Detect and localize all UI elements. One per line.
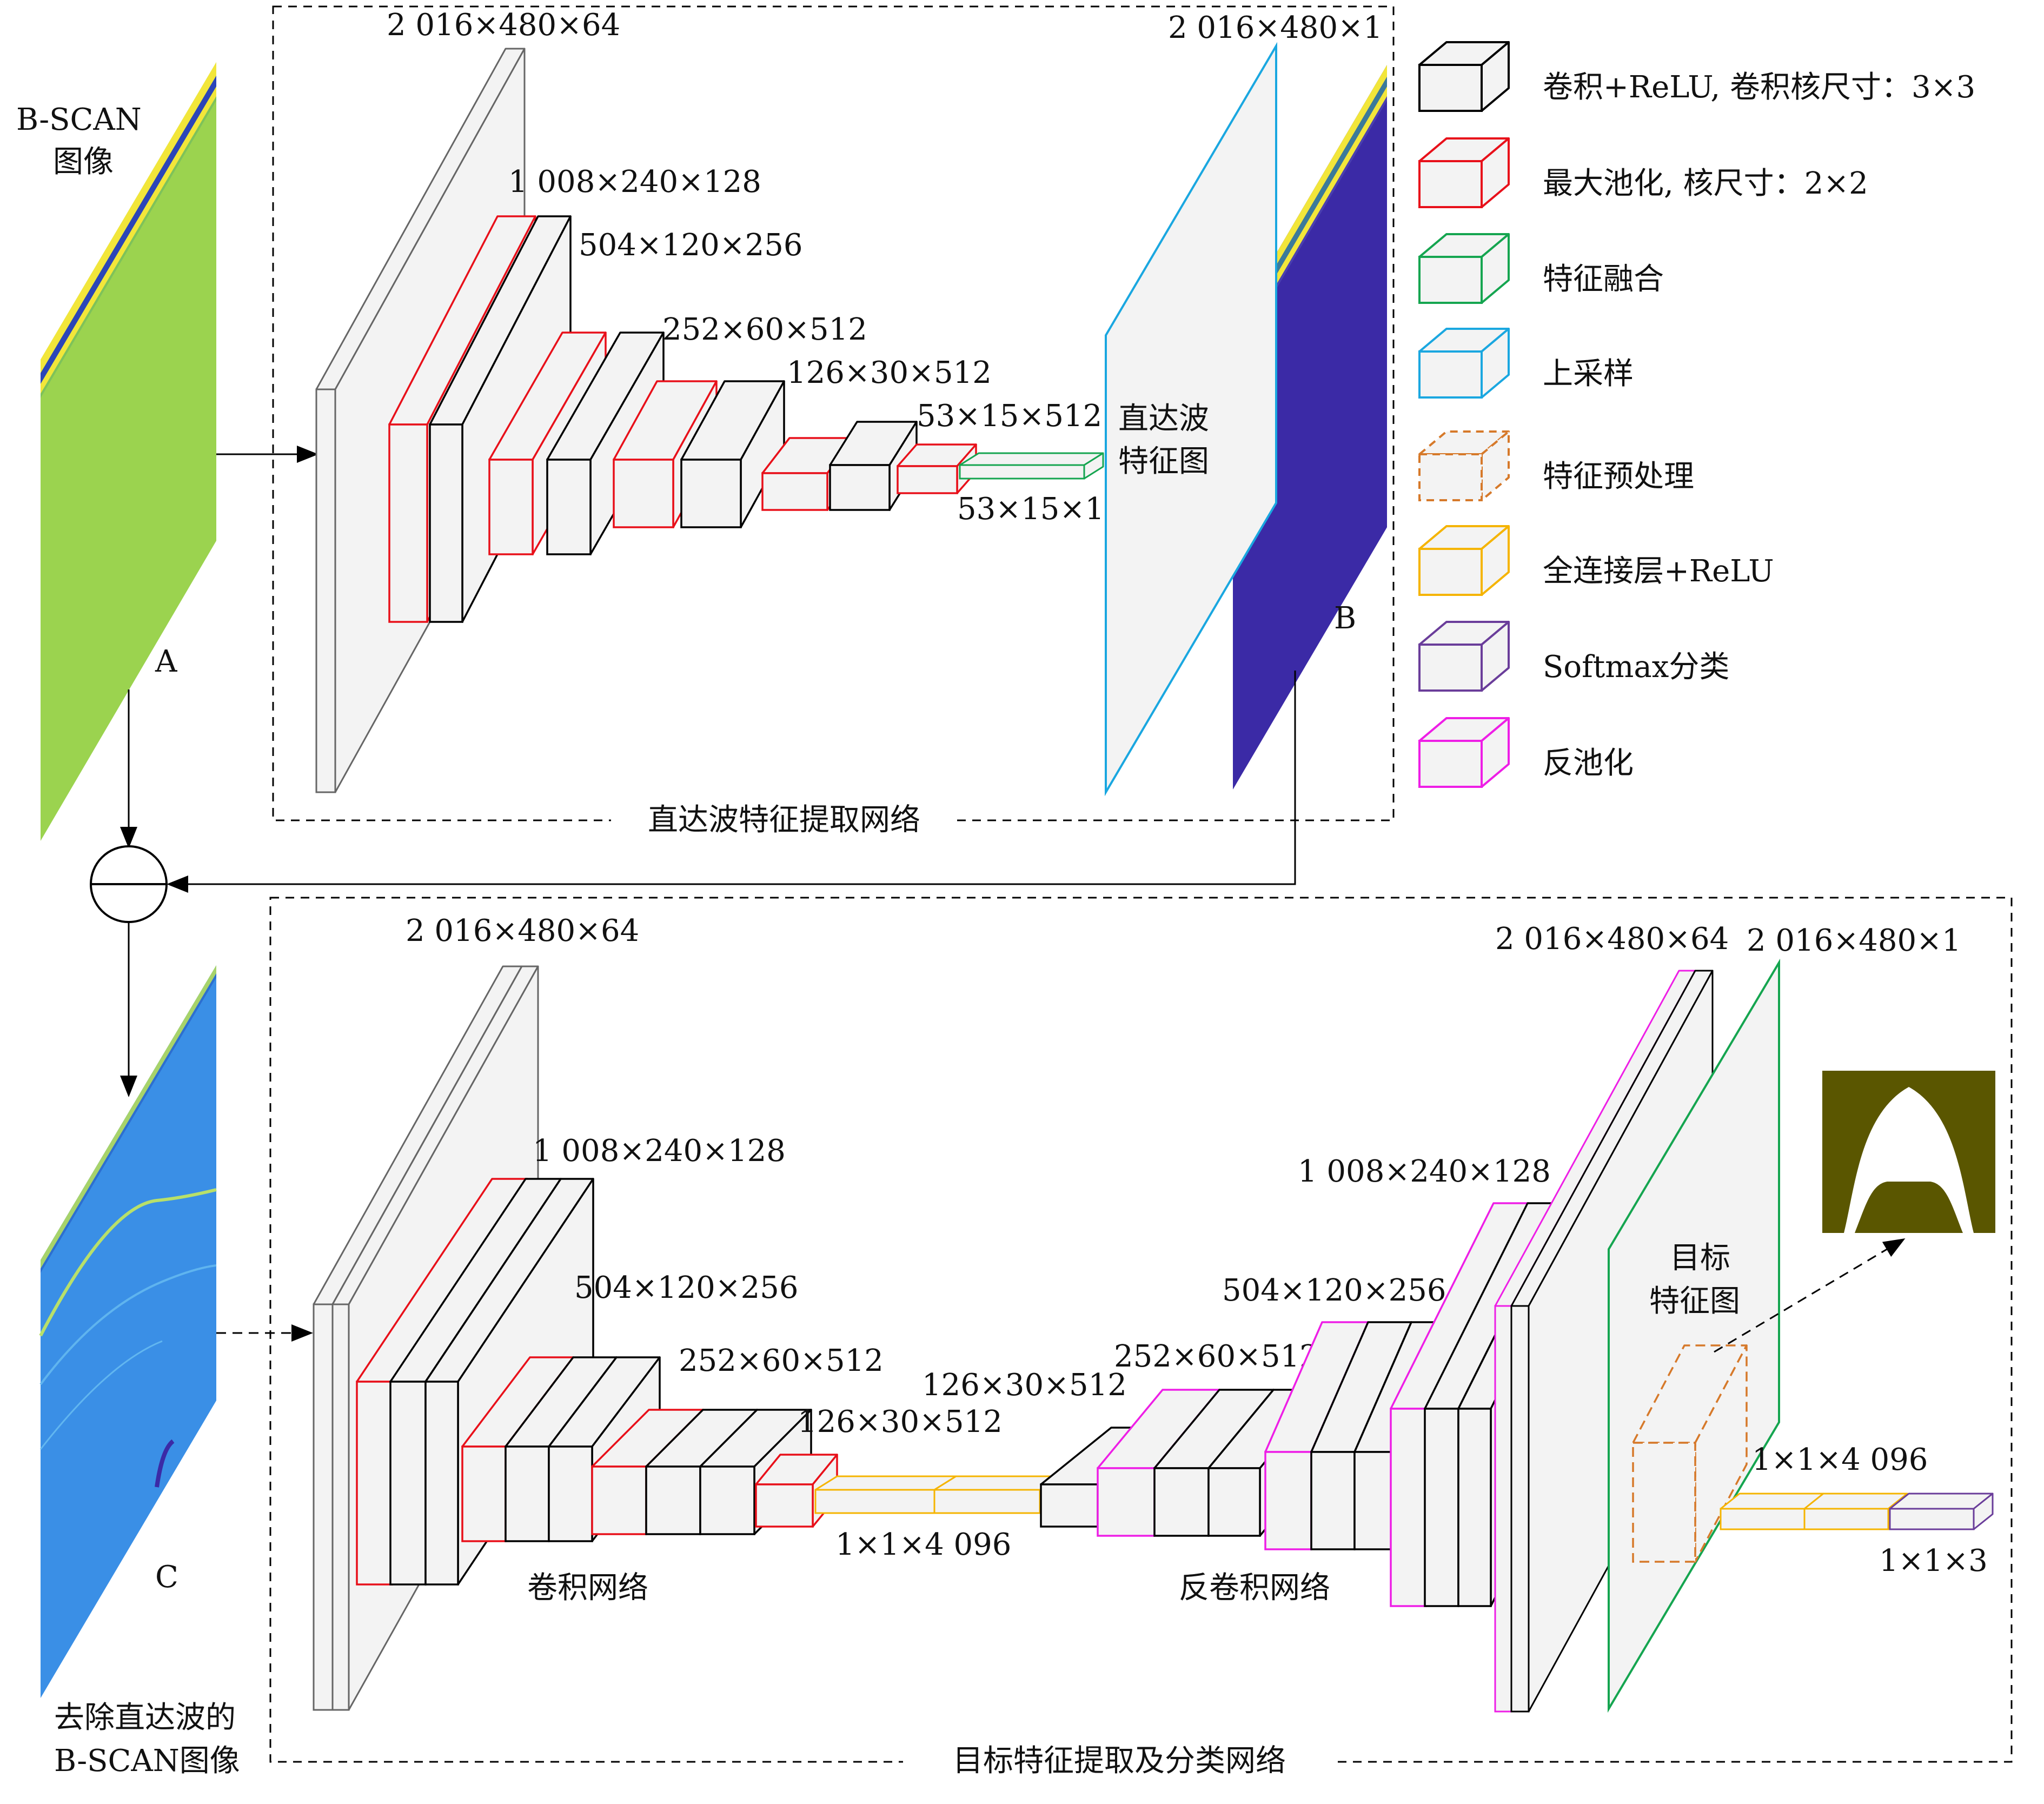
bottom-dim-d0: 2 016×480×64 <box>406 913 639 949</box>
top-dim-d6: 53×15×1 <box>957 492 1104 527</box>
target-feature-label-line1: 目标 <box>1670 1241 1730 1276</box>
bottom-dim-r3: 1 008×240×128 <box>1298 1154 1551 1189</box>
bscan-title: B-SCAN <box>16 102 142 137</box>
top-feature-label-line1: 直达波 <box>1118 401 1209 436</box>
top-dim-d7: 2 016×480×1 <box>1168 10 1383 45</box>
bscan-image-c <box>39 965 217 1698</box>
bscan-image-a <box>41 62 216 841</box>
legend-label-preproc: 特征预处理 <box>1543 459 1694 494</box>
legend-label-softmax: Softmax分类 <box>1543 649 1729 685</box>
bottom-dim-fc2: 1×1×4 096 <box>1752 1442 1928 1477</box>
legend-swatch-upsample <box>1418 328 1510 399</box>
legend-label-fc: 全连接层+ReLU <box>1543 554 1774 589</box>
top-dim-d3: 252×60×512 <box>662 312 867 347</box>
legend-label-conv: 卷积+ReLU, 卷积核尺寸：3×3 <box>1543 70 1975 105</box>
deconv-network-label: 反卷积网络 <box>1179 1570 1330 1606</box>
top-pool-5 <box>897 443 977 494</box>
legend-label-unpool: 反池化 <box>1543 746 1634 781</box>
label-c: C <box>155 1560 178 1595</box>
top-conv-4 <box>829 421 918 511</box>
c-caption-line2: B-SCAN图像 <box>54 1743 240 1779</box>
bottom-dim-d2: 504×120×256 <box>574 1270 799 1305</box>
bottom-dim-r1: 252×60×512 <box>1114 1339 1319 1374</box>
top-network-frame <box>272 5 1395 821</box>
top-dim-d5: 53×15×512 <box>917 399 1102 434</box>
bscan-title-line2: 图像 <box>53 144 114 180</box>
top-dim-d4: 126×30×512 <box>787 355 992 390</box>
legend-swatch-maxpool <box>1418 137 1510 208</box>
legend-swatch-fc <box>1418 525 1510 596</box>
arrow-b-to-subtract <box>167 671 1296 893</box>
legend-label-upsample: 上采样 <box>1543 356 1634 392</box>
legend-swatch-softmax <box>1418 621 1510 692</box>
bottom-network-caption: 目标特征提取及分类网络 <box>953 1743 1286 1779</box>
top-conv-3 <box>680 380 785 528</box>
bottom-dim-d4: 126×30×512 <box>922 1368 1127 1403</box>
bottom-dim-r5: 2 016×480×1 <box>1747 923 1961 958</box>
legend-label-maxpool: 最大池化, 核尺寸：2×2 <box>1543 166 1868 201</box>
bottom-dim-r4: 2 016×480×64 <box>1495 921 1729 957</box>
legend-swatch-conv <box>1418 41 1510 112</box>
top-dim-d0: 2 016×480×64 <box>387 8 620 43</box>
legend-swatch-unpool <box>1418 717 1510 788</box>
label-a: A <box>155 644 177 679</box>
top-feature-label-line2: 特征图 <box>1118 444 1209 479</box>
top-network-caption: 直达波特征提取网络 <box>648 802 920 838</box>
bottom-softmax <box>1889 1493 1994 1530</box>
top-upsample-plate <box>1105 42 1277 797</box>
conv-network-label: 卷积网络 <box>527 1570 648 1606</box>
legend-label-fusion: 特征融合 <box>1543 262 1664 297</box>
bottom-dim-d1: 1 008×240×128 <box>533 1133 786 1169</box>
bottom-dim-d5: 126×30×512 <box>798 1404 1003 1440</box>
bottom-dim-d6: 1×1×4 096 <box>835 1527 1011 1562</box>
bottom-preproc <box>1632 1344 1748 1563</box>
legend-swatch-fusion <box>1418 233 1510 304</box>
legend-swatch-preproc <box>1418 430 1510 501</box>
bottom-dim-out: 1×1×3 <box>1879 1543 1988 1578</box>
target-feature-label-line2: 特征图 <box>1649 1284 1740 1319</box>
c-caption-line1: 去除直达波的 <box>54 1700 236 1735</box>
label-b: B <box>1334 601 1356 636</box>
bottom-dim-r2: 504×120×256 <box>1222 1273 1446 1308</box>
top-fusion <box>959 452 1104 480</box>
top-dim-d1: 1 008×240×128 <box>508 164 761 200</box>
arrow-preproc-to-output <box>1714 1238 1906 1353</box>
bottom-dim-d3: 252×60×512 <box>679 1343 884 1378</box>
top-dim-d2: 504×120×256 <box>579 228 803 263</box>
target-output-image <box>1822 1071 1995 1233</box>
